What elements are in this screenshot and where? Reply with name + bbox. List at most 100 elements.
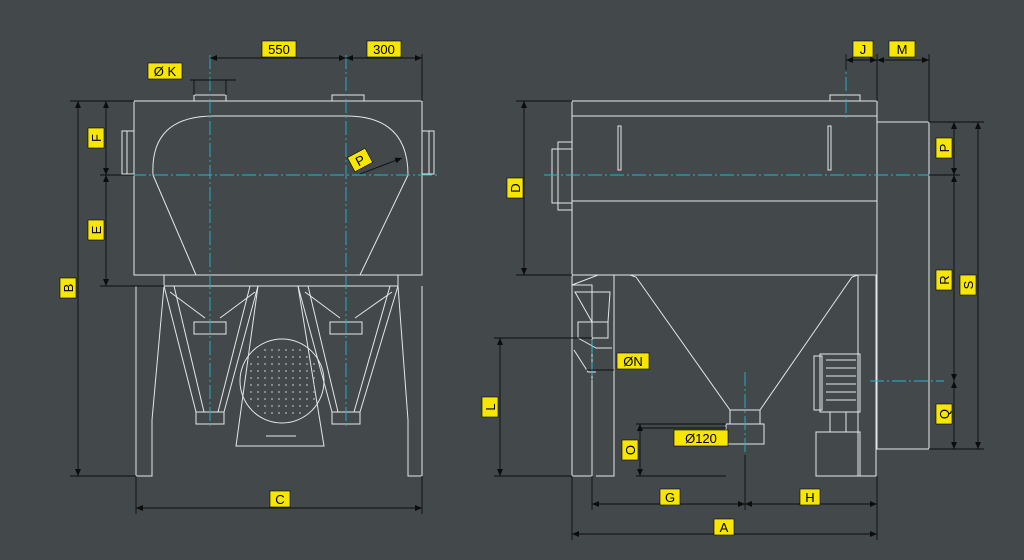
perforation-hole bbox=[299, 356, 301, 358]
perforation-hole bbox=[250, 370, 252, 372]
label-c-text: C bbox=[275, 492, 284, 507]
label-dia-k: Ø K bbox=[147, 62, 183, 80]
label-550-text: 550 bbox=[268, 42, 290, 57]
label-d-text: D bbox=[508, 183, 523, 192]
perforation-hole bbox=[278, 398, 280, 400]
label-q: Q bbox=[935, 403, 953, 425]
perforation-hole bbox=[292, 363, 294, 365]
perforation-hole bbox=[264, 398, 266, 400]
perforation-hole bbox=[313, 370, 315, 372]
perforation-hole bbox=[271, 384, 273, 386]
label-b-text: B bbox=[61, 284, 76, 293]
perforation-hole bbox=[250, 398, 252, 400]
label-m-text: M bbox=[897, 42, 908, 57]
perforation-hole bbox=[257, 377, 259, 379]
perforation-hole bbox=[257, 405, 259, 407]
front-view-dimensions bbox=[70, 54, 423, 514]
label-j: J bbox=[852, 40, 874, 58]
side-view-dimensions bbox=[494, 54, 984, 540]
perforation-hole bbox=[292, 370, 294, 372]
perforation-hole bbox=[250, 377, 252, 379]
label-300-text: 300 bbox=[373, 42, 395, 57]
perforation-hole bbox=[271, 370, 273, 372]
label-dia-n-text: ØN bbox=[623, 354, 643, 369]
label-l: L bbox=[481, 396, 499, 418]
perforation-hole bbox=[285, 377, 287, 379]
perforation-hole bbox=[306, 370, 308, 372]
perforation-hole bbox=[257, 384, 259, 386]
label-f-text: F bbox=[89, 134, 104, 142]
label-j-text: J bbox=[860, 42, 867, 57]
perforation-hole bbox=[285, 363, 287, 365]
label-l-text: L bbox=[483, 403, 498, 410]
label-q-text: Q bbox=[937, 409, 952, 419]
perforation-hole bbox=[271, 363, 273, 365]
perforation-hole bbox=[299, 349, 301, 351]
perforation-hole bbox=[313, 363, 315, 365]
perforation-hole bbox=[278, 356, 280, 358]
perforation-hole bbox=[285, 405, 287, 407]
perforation-hole bbox=[264, 363, 266, 365]
label-e: E bbox=[87, 219, 105, 241]
label-m: M bbox=[888, 40, 916, 58]
perforation-hole bbox=[250, 391, 252, 393]
perforation-hole bbox=[306, 405, 308, 407]
perforation-hole bbox=[257, 370, 259, 372]
label-o-text: O bbox=[623, 445, 638, 455]
perforation-hole bbox=[278, 370, 280, 372]
perforation-hole bbox=[271, 391, 273, 393]
perforation-hole bbox=[257, 363, 259, 365]
label-p: P bbox=[935, 137, 953, 159]
perforation-hole bbox=[264, 391, 266, 393]
perforation-hole bbox=[278, 384, 280, 386]
perforation-hole bbox=[278, 363, 280, 365]
perforation-hole bbox=[264, 377, 266, 379]
label-h: H bbox=[799, 488, 821, 506]
perforation-hole bbox=[292, 356, 294, 358]
perforation-hole bbox=[292, 377, 294, 379]
label-b: B bbox=[59, 277, 77, 299]
perforation-hole bbox=[285, 398, 287, 400]
label-p-text: P bbox=[937, 144, 952, 153]
perforation-hole bbox=[271, 412, 273, 414]
perforation-hole bbox=[313, 377, 315, 379]
perforation-hole bbox=[299, 398, 301, 400]
perforation-hole bbox=[271, 356, 273, 358]
perforation-hole bbox=[299, 370, 301, 372]
perforation-hole bbox=[306, 398, 308, 400]
perforation-hole bbox=[278, 377, 280, 379]
label-e-text: E bbox=[89, 225, 104, 234]
perforation-hole bbox=[285, 370, 287, 372]
perforation-hole bbox=[306, 391, 308, 393]
perforation-hole bbox=[292, 384, 294, 386]
perforation-hole bbox=[285, 356, 287, 358]
label-a: A bbox=[713, 518, 735, 536]
front-view bbox=[110, 55, 440, 477]
perforation-hole bbox=[306, 377, 308, 379]
perforation-hole bbox=[285, 391, 287, 393]
perforation-hole bbox=[257, 391, 259, 393]
perforation-hole bbox=[264, 370, 266, 372]
perforation-hole bbox=[257, 356, 259, 358]
dimension-labels: 550 300 Ø K C J M ØN Ø120 bbox=[59, 40, 977, 536]
label-r-text: R bbox=[937, 275, 952, 284]
perforation-hole bbox=[278, 412, 280, 414]
perforation-hole bbox=[264, 405, 266, 407]
perforation-hole bbox=[292, 349, 294, 351]
label-dia-n: ØN bbox=[616, 352, 650, 370]
perforation-hole bbox=[271, 398, 273, 400]
perforation-hole bbox=[292, 391, 294, 393]
perforation-hole bbox=[299, 384, 301, 386]
label-o: O bbox=[621, 439, 639, 461]
side-view bbox=[544, 55, 944, 477]
perforation-hole bbox=[250, 363, 252, 365]
label-300: 300 bbox=[366, 40, 402, 58]
perforation-hole bbox=[285, 412, 287, 414]
label-dia-k-text: Ø K bbox=[154, 64, 177, 79]
label-g-text: G bbox=[665, 490, 675, 505]
label-a-text: A bbox=[720, 520, 729, 535]
label-d: D bbox=[506, 177, 524, 199]
label-s: S bbox=[959, 274, 977, 296]
label-dia-120-text: Ø120 bbox=[685, 431, 717, 446]
